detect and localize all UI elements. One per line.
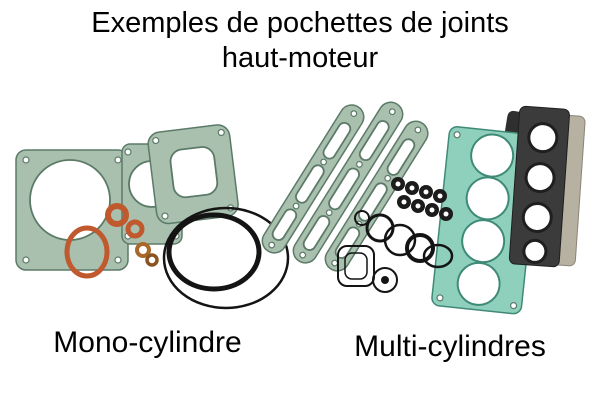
small-cover-gasket [337, 245, 375, 287]
valve-stem-seals [391, 177, 453, 221]
mono-cylinder-set [15, 124, 290, 310]
copper-washer [135, 242, 151, 258]
bolt-hole [325, 209, 333, 217]
bolt-hole [161, 212, 169, 220]
bolt-hole [22, 156, 30, 164]
small-black-o-rings [354, 210, 454, 293]
page-title-line-1: Exemples de pochettes de joints [91, 7, 509, 39]
bolt-hole [356, 160, 363, 168]
bore-hole [521, 201, 553, 233]
seal-grommet [411, 199, 425, 213]
rocker-cover-gasket-3 [324, 120, 429, 272]
seal-grommet [433, 189, 447, 203]
head-gasket-main [15, 149, 129, 271]
small-cover-gasket-inner [344, 252, 368, 280]
cylinder-bore-hole [29, 159, 111, 241]
dark-gasket-stack [508, 105, 586, 268]
orange-o-ring-large [64, 225, 110, 279]
seal-grommet [425, 203, 439, 217]
gasket-kits-photo [15, 101, 586, 315]
page-title-line-2: haut-moteur [221, 42, 379, 75]
bolt-hole [292, 202, 300, 210]
small-cover-gasket-outer [337, 245, 375, 287]
bolt-hole [114, 156, 122, 164]
bolt-hole [453, 131, 461, 139]
caption-mono-cylinder: Mono-cylindre [53, 326, 242, 359]
bolt-hole [509, 302, 518, 310]
strip-gasket-opening [271, 208, 298, 241]
bore-hole [522, 238, 548, 264]
strip-gasket-opening [322, 121, 352, 160]
rocker-cover-gasket-1 [261, 104, 365, 254]
multi-cylinder-set [261, 101, 586, 315]
strip-gasket-opening [295, 164, 325, 204]
bolt-hole [217, 128, 225, 137]
bolt-hole [114, 256, 122, 264]
cover-gasket-opening [169, 146, 219, 199]
orange-o-ring-small [125, 219, 145, 239]
bolt-hole [350, 110, 358, 118]
multi-head-gasket [431, 126, 540, 315]
seal-grommet [419, 185, 433, 199]
rocker-cover-gasket-2 [292, 101, 404, 264]
black-o-ring-thin [162, 206, 290, 310]
black-o-ring [383, 223, 417, 257]
bore-hole [527, 122, 559, 154]
black-o-ring [422, 243, 454, 269]
bore-hole [524, 162, 556, 194]
orange-o-rings [64, 203, 159, 279]
large-black-o-rings [162, 206, 290, 310]
bolt-hole [268, 241, 276, 249]
strip-gasket-opening [328, 167, 360, 211]
seal-grommet [397, 195, 411, 209]
orange-o-ring-small [105, 203, 129, 227]
seal-grommet [439, 207, 453, 221]
cylinder-bore-hole [456, 261, 501, 306]
copper-washer [145, 253, 159, 267]
black-o-ring-with-dot [372, 267, 398, 293]
caption-multi-cylinders: Multi-cylindres [354, 330, 546, 363]
bolt-hole [152, 136, 160, 145]
black-dot [381, 276, 389, 284]
page-title: Exemples de pochettes de joints haut-mot… [0, 6, 600, 77]
black-o-ring [354, 210, 370, 226]
black-o-ring-thick [166, 212, 262, 292]
bolt-hole [436, 294, 444, 302]
strip-gasket-opening [302, 215, 331, 251]
cylinder-bore-hole [470, 133, 515, 178]
bolt-hole [124, 148, 132, 156]
strip-gasket-opening [358, 120, 390, 162]
strip-gasket-opening [386, 138, 416, 176]
bolt-hole [320, 158, 328, 166]
bolt-hole [388, 108, 396, 116]
cover-gasket [147, 124, 239, 225]
black-o-ring [405, 233, 435, 263]
bolt-hole [414, 126, 422, 134]
bolt-hole [384, 174, 392, 182]
bolt-hole [299, 251, 307, 259]
seal-grommet [391, 177, 405, 191]
bolt-hole [22, 256, 30, 264]
seal-grommet [405, 181, 419, 195]
